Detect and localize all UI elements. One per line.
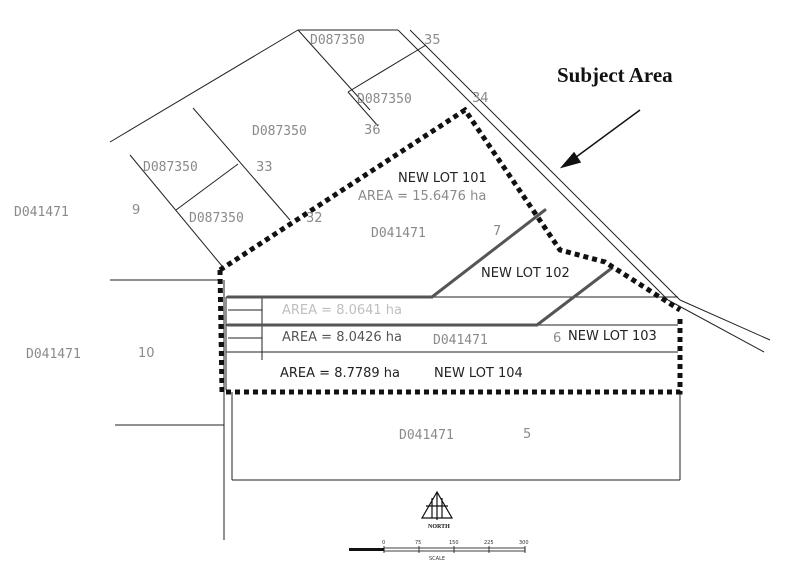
new-lot-name: NEW LOT 101: [398, 171, 487, 186]
parcel-plan-label: D041471: [433, 333, 488, 348]
parcel-plan-label: D087350: [357, 92, 412, 107]
scale-tick-label: 150: [449, 540, 459, 546]
parcel-lot-label: 5: [523, 427, 531, 442]
new-lot-area: AREA = 8.7789 ha: [280, 366, 400, 381]
parcel-plan-label: D087350: [189, 211, 244, 226]
parcel-lot-label: 34: [472, 91, 489, 106]
scale-tick-label: 300: [519, 540, 529, 546]
parcel-lot-label: 7: [493, 224, 501, 239]
parcel-lot-label: 33: [256, 160, 273, 175]
new-lot-area: AREA = 8.0641 ha: [282, 303, 402, 318]
scale-bar: [349, 546, 526, 553]
new-lot-area: AREA = 15.6476 ha: [358, 189, 486, 204]
scale-tick-label: 75: [415, 540, 421, 546]
scale-tick-label: 225: [484, 540, 494, 546]
parcel-plan-label: D087350: [310, 33, 365, 48]
scale-label: SCALE: [429, 556, 445, 562]
new-lot-name: NEW LOT 104: [434, 366, 523, 381]
parcel-plan-label: D041471: [14, 205, 69, 220]
subject-area-arrow: [559, 109, 641, 169]
new-lot-division-lines: [226, 208, 614, 327]
parcel-plan-label: D041471: [26, 347, 81, 362]
parcel-lot-label: 35: [424, 33, 441, 48]
north-arrow-icon: [420, 490, 454, 520]
parcel-lot-label: 9: [132, 203, 140, 218]
parcel-lot-label: 6: [553, 331, 561, 346]
parcel-plan-label: D041471: [399, 428, 454, 443]
subject-area-label: Subject Area: [557, 63, 673, 87]
parcel-lot-label: 36: [364, 123, 381, 138]
new-lot-area: AREA = 8.0426 ha: [282, 330, 402, 345]
subject-area-boundary: [217, 106, 683, 395]
parcel-plan-label: D041471: [371, 226, 426, 241]
parcel-lot-label: 32: [306, 211, 323, 226]
new-lot-name: NEW LOT 103: [568, 329, 657, 344]
parcel-lot-label: 10: [138, 346, 155, 361]
new-lot-name: NEW LOT 102: [481, 266, 570, 281]
parcel-plan-label: D087350: [143, 160, 198, 175]
scale-tick-label: 0: [382, 540, 385, 546]
parcel-plan-label: D087350: [252, 124, 307, 139]
cadastral-linework: [109, 29, 771, 540]
north-label: NORTH: [428, 524, 450, 530]
